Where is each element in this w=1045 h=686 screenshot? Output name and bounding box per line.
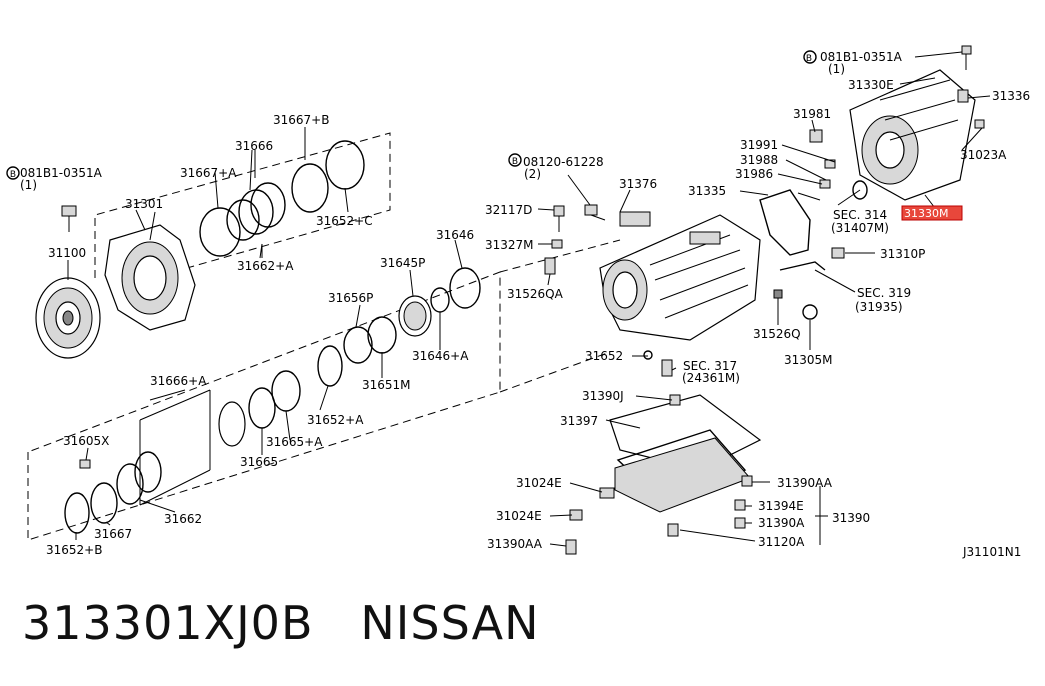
label-31605x: 31605X (63, 434, 109, 448)
label-081b1-0351a-left-qty: (1) (20, 178, 37, 192)
label-31665-a: 31665+A (266, 435, 323, 449)
label-31662: 31662 (164, 512, 202, 526)
label-31656p: 31656P (328, 291, 373, 305)
label-sec-319: SEC. 319 (857, 286, 911, 300)
label-31023a: 31023A (960, 148, 1007, 162)
label-31390a: 31390A (758, 516, 805, 530)
label-31645p: 31645P (380, 256, 425, 270)
extension-housing (803, 45, 985, 201)
label-31305m: 31305M (784, 353, 833, 367)
diagram-code: J31101N1 (962, 545, 1021, 559)
label-081b1-0351a-top-qty: (1) (828, 62, 845, 76)
label-31988: 31988 (740, 153, 778, 167)
label-31652-b: 31652+B (46, 543, 102, 557)
part-footer: 313301XJ0B NISSAN (22, 596, 540, 650)
leader-lines (67, 51, 991, 547)
label-31120a: 31120A (758, 535, 805, 549)
label-31390aa-left: 31390AA (487, 537, 543, 551)
highlighted-part[interactable]: 31330M (901, 205, 963, 221)
clutch-rings-middle (317, 267, 481, 387)
label-31390j: 31390J (582, 389, 624, 403)
label-31394e: 31394E (758, 499, 804, 513)
label-31666: 31666 (235, 139, 273, 153)
label-081b1-0351a-left: 081B1-0351A (20, 166, 103, 180)
label-31991: 31991 (740, 138, 778, 152)
label-31100: 31100 (48, 246, 86, 260)
label-31327m: 31327M (485, 238, 534, 252)
label-31662-a: 31662+A (237, 259, 294, 273)
brand-name: NISSAN (360, 596, 540, 650)
bolt-left (6, 166, 77, 232)
label-31666-a: 31666+A (150, 374, 207, 388)
label-31330e: 31330E (848, 78, 894, 92)
label-24361m: (24361M) (682, 371, 740, 385)
label-31407m: (31407M) (831, 221, 889, 235)
label-08120-qty: (2) (524, 167, 541, 181)
part-number: 313301XJ0B (22, 596, 314, 650)
oil-pan (565, 394, 762, 555)
label-31652-c: 31652+C (316, 214, 373, 228)
label-081b1-0351a-top: 081B1-0351A (820, 50, 903, 64)
label-31336: 31336 (992, 89, 1030, 103)
label-31667-b: 31667+B (273, 113, 329, 127)
label-32117d: 32117D (485, 203, 532, 217)
exploded-transmission-diagram: B B B 31330M 081B1-0351A (1) 31330E 3133… (6, 45, 1030, 559)
small-parts (508, 129, 845, 377)
b-symbol-top: B (806, 54, 812, 64)
converter-housing (104, 211, 196, 331)
label-sec-317: SEC. 317 (683, 359, 737, 373)
label-31390aa-right: 31390AA (777, 476, 833, 490)
label-31981: 31981 (793, 107, 831, 121)
b-symbol-left: B (10, 170, 16, 180)
b-symbol-mid: B (512, 157, 518, 167)
label-08120-61228: 08120-61228 (523, 155, 604, 169)
label-31646: 31646 (436, 228, 474, 242)
transmission-case (599, 214, 761, 341)
label-31330m-highlight[interactable]: 31330M (904, 207, 948, 220)
label-31986: 31986 (735, 167, 773, 181)
part-labels: 081B1-0351A (1) 31330E 31336 31981 31023… (20, 50, 1030, 559)
label-31935: (31935) (855, 300, 903, 314)
label-31301: 31301 (125, 197, 163, 211)
label-31652: 31652 (585, 349, 623, 363)
assembly-boundaries (27, 132, 621, 541)
label-31667: 31667 (94, 527, 132, 541)
label-31390: 31390 (832, 511, 870, 525)
label-31646-a: 31646+A (412, 349, 469, 363)
label-sec-314: SEC. 314 (833, 208, 887, 222)
label-31665: 31665 (240, 455, 278, 469)
label-31397: 31397 (560, 414, 598, 428)
label-31024e-lower: 31024E (496, 509, 542, 523)
label-31376: 31376 (619, 177, 657, 191)
case-gasket (759, 189, 811, 256)
label-31526q: 31526Q (753, 327, 801, 341)
label-31526qa: 31526QA (507, 287, 564, 301)
label-31652-a: 31652+A (307, 413, 364, 427)
clutch-rings-lower (64, 370, 301, 534)
label-31024e-upper: 31024E (516, 476, 562, 490)
label-31335: 31335 (688, 184, 726, 198)
label-31310p: 31310P (880, 247, 925, 261)
bolt-spec-symbols: B B B (10, 54, 812, 180)
label-31667-a: 31667+A (180, 166, 237, 180)
label-31651m: 31651M (362, 378, 411, 392)
clutch-rings-upper (199, 140, 365, 258)
